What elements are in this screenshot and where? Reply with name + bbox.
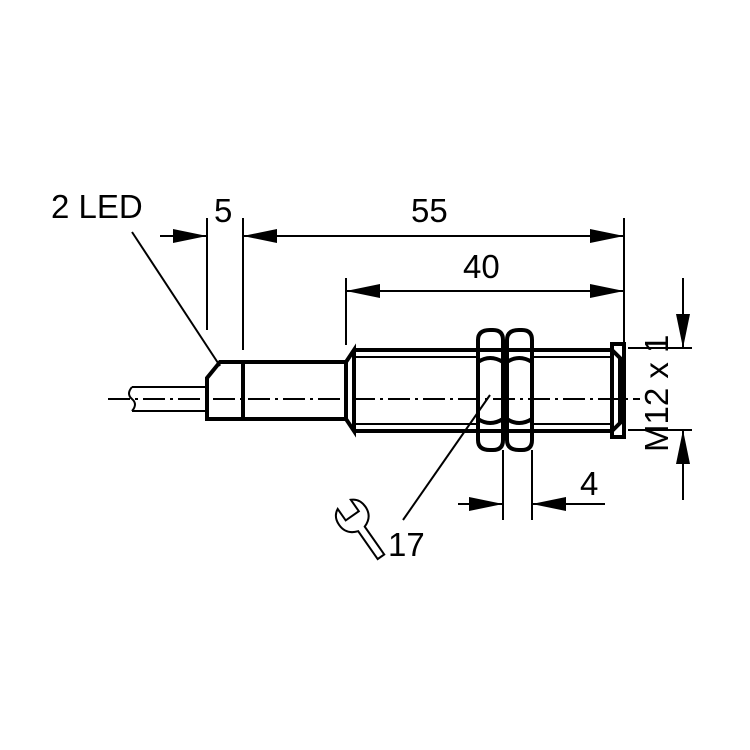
hex-nuts [476,328,534,452]
led-label: 2 LED [51,188,143,225]
dimension-4: 4 [458,465,605,511]
dimension-55: 55 [243,192,624,243]
thread-label: M12 x 1 [638,335,675,452]
dimension-thread: M12 x 1 [638,278,690,500]
sensor-body [205,342,626,439]
dimension-40: 40 [346,248,624,298]
extension-lines [206,218,692,520]
dimension-5: 5 [160,192,232,243]
dim-40-label: 40 [463,248,500,285]
dim-55-label: 55 [411,192,448,229]
wrench-size-label: 17 [388,526,425,563]
wrench-callout: 17 [334,394,491,563]
cable [128,386,206,412]
wrench-icon [334,498,386,561]
dim-4-label: 4 [580,465,598,502]
dim-5-label: 5 [214,192,232,229]
led-callout: 2 LED [51,188,221,367]
